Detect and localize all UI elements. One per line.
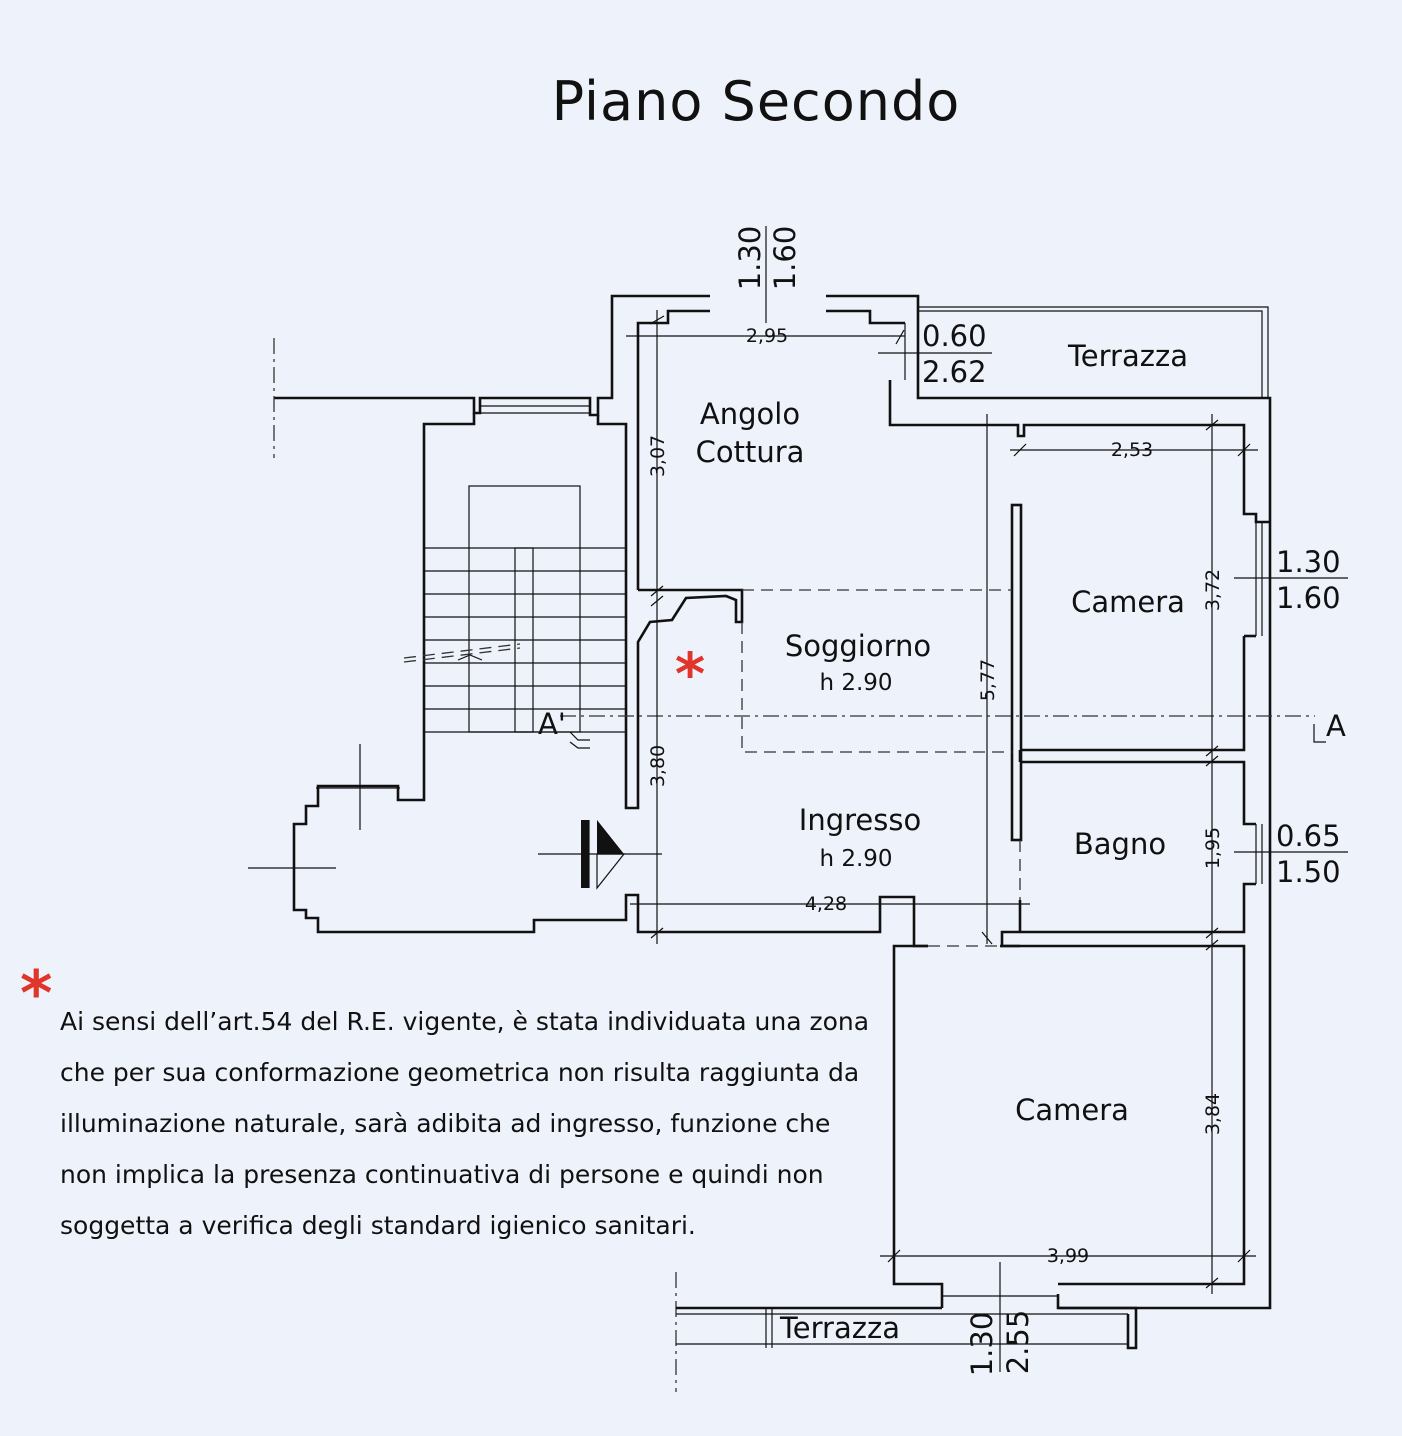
- label-angolo-cottura-2: Cottura: [696, 435, 805, 469]
- label-ingresso: Ingresso: [799, 803, 921, 837]
- win-terr-a: 0.60: [922, 319, 987, 353]
- label-soggiorno-height: h 2.90: [819, 670, 892, 696]
- label-terrazza-top: Terrazza: [1067, 339, 1188, 373]
- label-soggiorno: Soggiorno: [785, 629, 931, 663]
- dim-1-95: 1,95: [1202, 827, 1224, 869]
- label-bagno: Bagno: [1074, 827, 1166, 861]
- win-terr-b: 2.62: [922, 355, 987, 389]
- section-left-label: A': [538, 707, 566, 741]
- dim-2-53: 2,53: [1111, 439, 1153, 461]
- dim-3-80: 3,80: [647, 745, 669, 787]
- dim-5-77: 5,77: [977, 659, 999, 701]
- zone-note: Ai sensi dell’art.54 del R.E. vigente, è…: [60, 1007, 870, 1240]
- section-right-label: A: [1326, 709, 1346, 743]
- dimension-lines: [569, 310, 1326, 1294]
- win-top-b: 1.60: [768, 226, 802, 291]
- guide-lines: [248, 226, 1348, 1392]
- no-light-zone-marker: *: [675, 640, 705, 708]
- note-marker: *: [20, 957, 53, 1030]
- win-camera-b: 1.60: [1276, 581, 1341, 615]
- label-camera-top: Camera: [1071, 585, 1185, 619]
- terrace-bottom: [676, 1295, 1138, 1350]
- win-bagno-b: 1.50: [1276, 855, 1341, 889]
- label-terrazza-bottom: Terrazza: [779, 1311, 900, 1345]
- win-bottom-a: 1.30: [965, 1312, 999, 1377]
- dim-3-84: 3,84: [1202, 1093, 1224, 1135]
- stairs: [403, 485, 626, 733]
- dim-2-95: 2,95: [746, 325, 788, 347]
- label-angolo-cottura-1: Angolo: [700, 397, 800, 431]
- dim-3-99: 3,99: [1047, 1245, 1089, 1267]
- label-camera-bottom: Camera: [1015, 1093, 1129, 1127]
- win-bagno-a: 0.65: [1276, 819, 1341, 853]
- dim-3-07: 3,07: [647, 435, 669, 477]
- win-top-a: 1.30: [733, 226, 767, 291]
- entrance-symbol: [581, 820, 626, 890]
- label-ingresso-height: h 2.90: [819, 846, 892, 872]
- win-bottom-b: 2.55: [1001, 1310, 1035, 1375]
- drawing-title: Piano Secondo: [551, 70, 961, 133]
- dim-3-72: 3,72: [1202, 569, 1224, 611]
- walls: [274, 294, 1272, 1310]
- dim-4-28: 4,28: [805, 893, 847, 915]
- win-camera-a: 1.30: [1276, 545, 1341, 579]
